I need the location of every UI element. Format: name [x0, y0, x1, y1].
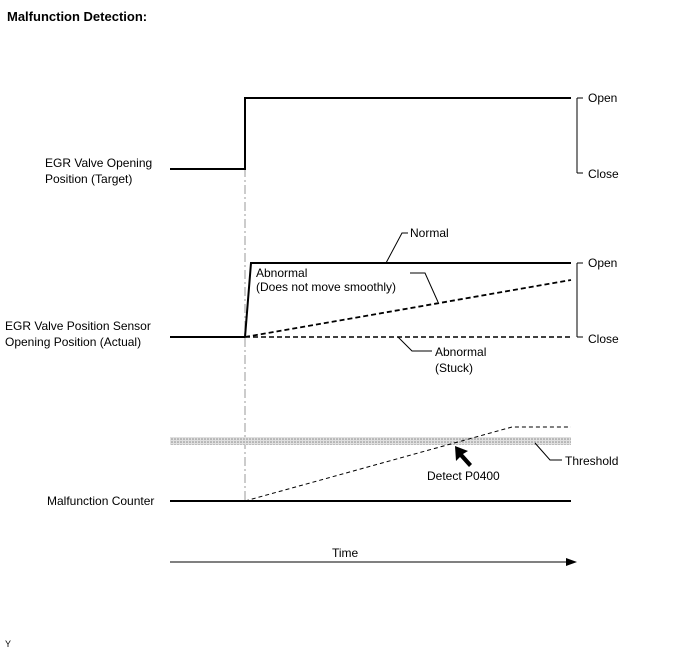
threshold-band — [170, 437, 571, 445]
diagram-title: Malfunction Detection: — [7, 9, 148, 24]
detect-arrow-icon — [455, 446, 472, 467]
abnormal-stuck-leader-line — [397, 336, 432, 352]
target-label-line1: EGR Valve Opening — [45, 156, 152, 170]
actual-label-line1: EGR Valve Position Sensor — [5, 319, 151, 333]
time-axis-arrowhead — [566, 558, 577, 566]
abnormal-smooth-leader-line — [410, 272, 439, 303]
time-label: Time — [332, 546, 359, 560]
abnormal-smooth-label-line1: Abnormal — [256, 266, 307, 280]
actual-normal-line — [244, 262, 571, 338]
threshold-label: Threshold — [565, 454, 618, 468]
counter-ramp-line — [244, 426, 571, 502]
footer-code: Y — [5, 639, 12, 649]
abnormal-stuck-label-line1: Abnormal — [435, 345, 486, 359]
actual-label-line2: Opening Position (Actual) — [5, 335, 141, 349]
actual-close-label: Close — [588, 332, 619, 346]
target-scale-bracket — [576, 97, 583, 174]
target-label-line2: Position (Target) — [45, 172, 132, 186]
threshold-leader-line — [534, 442, 562, 461]
target-signal-line — [170, 97, 571, 170]
normal-label: Normal — [410, 226, 449, 240]
target-open-label: Open — [588, 91, 617, 105]
detect-label: Detect P0400 — [427, 469, 500, 483]
counter-label: Malfunction Counter — [47, 494, 154, 508]
abnormal-stuck-label-line2: (Stuck) — [435, 361, 473, 375]
actual-abnormal-smooth-line — [244, 279, 572, 338]
actual-scale-bracket — [576, 262, 583, 338]
normal-leader-line — [385, 232, 408, 264]
target-close-label: Close — [588, 167, 619, 181]
actual-open-label: Open — [588, 256, 617, 270]
abnormal-smooth-label-line2: (Does not move smoothly) — [256, 280, 396, 294]
